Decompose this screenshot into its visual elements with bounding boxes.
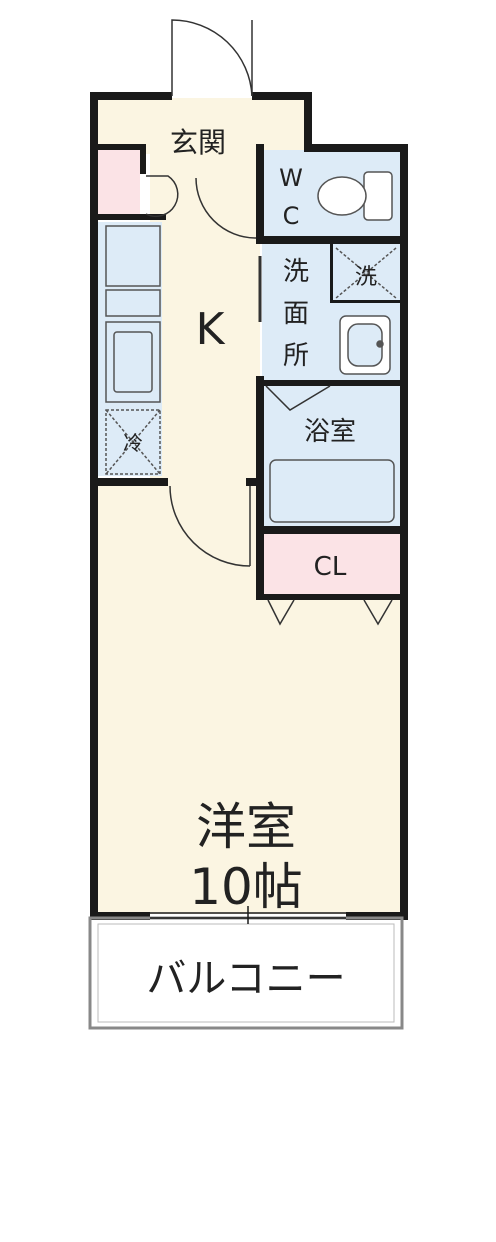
wall-wet-left [256,144,264,240]
wall-left [90,92,98,920]
washer-x2 [335,247,397,299]
balcony-rail-inner [97,923,395,1023]
wall-bottom-right [346,912,408,920]
label-wash-3: 所 [283,341,309,371]
wall-washer-div [330,244,333,300]
wall-kitchen-bottom [96,478,168,486]
labels: 玄関 W C K 洗 面 所 洗 冷 浴室 CL 洋室 10帖 バルコニー [123,126,377,1002]
closet-door-l [267,599,295,626]
washer-x1 [335,247,397,299]
balcony-floor [90,918,402,1028]
wall-closet-bottom [256,594,408,600]
room-door [169,485,251,567]
wall-top-left [90,92,172,100]
label-wc-w: W [279,164,303,192]
bath-door [265,385,331,411]
walls [90,92,408,920]
wall-wc-top [304,144,408,152]
wall-bottom-left [90,912,150,920]
wc-door [195,177,257,239]
label-western-room: 洋室 [196,798,296,856]
label-fridge: 冷 [123,431,143,455]
fridge-x2 [105,409,161,475]
label-wash-2: 面 [283,299,309,329]
fixtures [105,171,397,523]
wall-shoe-right [140,144,146,174]
label-balcony: バルコニー [146,956,345,1002]
entrance-door [171,19,253,97]
kitchen-unit-1 [105,225,161,287]
label-closet: CL [314,552,347,582]
kitchen-floor [150,150,260,485]
kitchen-sink-inner [113,331,153,393]
wall-wc-bottom [256,236,408,244]
toilet-tank [363,171,393,221]
label-wc-c: C [283,202,300,230]
label-washer: 洗 [355,265,377,290]
wall-step [304,92,312,150]
wall-wash-bottom [262,380,408,386]
shoe-closet [96,150,140,218]
label-western-size: 10帖 [189,858,303,916]
wall-wet-left-2 [256,376,264,596]
label-wash-1: 洗 [283,257,309,287]
bathtub [269,459,395,523]
wall-top-right [252,92,312,100]
wall-shoe-top [96,144,146,150]
drain [376,340,384,348]
label-kitchen: K [196,304,226,355]
doors [145,19,393,626]
label-bath: 浴室 [304,417,356,447]
wall-kitchen-bottom-r [246,478,262,486]
wall-bath-bottom [256,526,408,534]
balcony-structure [88,906,404,1030]
wall-sink-div [330,300,400,303]
wall-shoe-bottom [96,214,166,220]
shoe-door [145,175,179,217]
closet-floor [262,532,406,594]
toilet-bowl [317,176,367,216]
closet-door-r [363,599,393,626]
label-entrance: 玄関 [170,126,226,159]
kitchen-unit-2 [105,289,161,317]
